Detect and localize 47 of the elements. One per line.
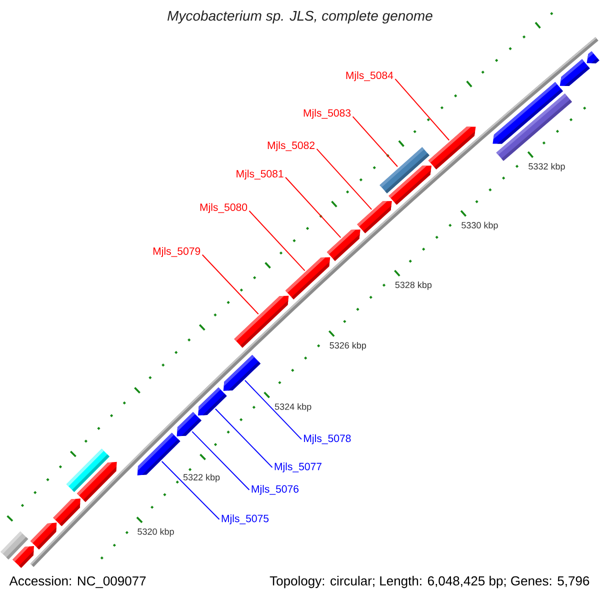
scale-label: 5322 kbp: [183, 474, 220, 482]
gene-block: [76, 462, 117, 502]
leader-line: [202, 254, 259, 315]
gene-label: Mjls_5081: [236, 170, 284, 180]
gene-label: Mjls_5075: [222, 514, 269, 524]
leader-line: [316, 148, 372, 210]
gene-label: Mjls_5080: [200, 203, 248, 214]
gene-block: [223, 354, 261, 391]
accession-label: Accession: NC_009077: [5, 572, 150, 592]
gene-label: Mjls_5078: [304, 434, 351, 444]
gene-block: [30, 522, 57, 550]
gene-bar: [0, 531, 28, 560]
scale-label: 5324 kbp: [274, 403, 312, 412]
scale-label: 5320 kbp: [138, 528, 174, 537]
gene-block: [234, 296, 289, 348]
leader-line: [394, 78, 450, 141]
gene-label: Mjls_5082: [268, 141, 314, 152]
genome-info-label: Topology: circular; Length: 6,048,425 bp; Genes: 5,796: [266, 572, 594, 592]
gene-label: Mjls_5077: [274, 462, 322, 472]
gene-block: [560, 59, 590, 86]
gene-block: [285, 257, 330, 300]
scale-label: 5326 kbp: [330, 342, 366, 350]
gene-label: Mjls_5084: [346, 71, 394, 82]
gene-block: [388, 166, 432, 205]
gene-block: [326, 230, 360, 261]
gene-block: [428, 126, 476, 170]
leader-line: [192, 431, 250, 490]
gene-block: [357, 201, 392, 234]
gene-block: [137, 432, 180, 476]
scale-label: 5332 kbp: [528, 162, 565, 172]
gene-block: [198, 387, 227, 416]
gene-block: [176, 412, 202, 436]
gene-block: [586, 51, 600, 64]
leader-line: [352, 116, 398, 168]
leader-line: [161, 460, 220, 520]
gene-label: Mjls_5076: [252, 484, 299, 495]
gene-label: Mjls_5083: [304, 108, 351, 119]
leader-line: [214, 408, 273, 468]
leader-line: [285, 176, 342, 238]
diagram-title: Mycobacterium sp. JLS, complete genome: [168, 10, 432, 24]
scale-label: 5328 kbp: [395, 281, 432, 290]
gene-bar: [496, 93, 572, 161]
gene-block: [53, 498, 80, 526]
scale-label: 5330 kbp: [462, 222, 498, 230]
leader-line: [244, 380, 302, 440]
leader-line: [248, 210, 306, 272]
gene-label: Mjls_5079: [153, 247, 200, 257]
